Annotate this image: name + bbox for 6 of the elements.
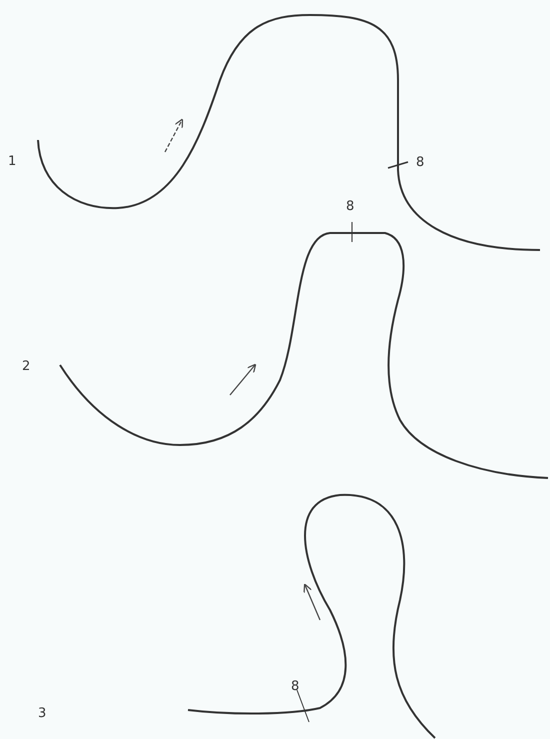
point-label: 8: [291, 680, 300, 694]
point-label: 8: [346, 200, 354, 214]
figure-number: 3: [38, 707, 46, 721]
point-label: 8: [416, 156, 424, 170]
figure-number: 1: [8, 155, 16, 169]
figure-number: 2: [22, 360, 30, 374]
